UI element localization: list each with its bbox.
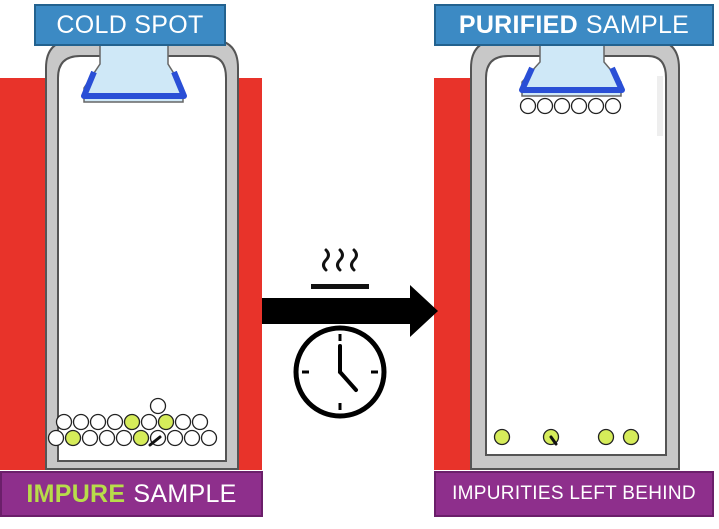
impurity-particle	[622, 428, 640, 446]
impure-sample-label: IMPURE SAMPLE	[0, 471, 263, 517]
sample-particle	[200, 429, 218, 447]
right-vessel-interior	[485, 55, 667, 456]
left-vessel-interior	[57, 55, 227, 462]
sample-particle	[183, 429, 201, 447]
right-vessel-highlight	[657, 76, 663, 136]
right-cold-finger-holder	[519, 66, 625, 93]
sample-particle	[55, 413, 73, 431]
sample-particle	[191, 413, 209, 431]
sample-particle	[81, 429, 99, 447]
impurity-particle	[493, 428, 511, 446]
cold-spot-text: COLD SPOT	[56, 10, 204, 39]
sample-particle	[149, 397, 167, 415]
impure-bold-text: IMPURE	[26, 479, 126, 508]
impurity-particle	[132, 429, 150, 447]
impurity-particle	[597, 428, 615, 446]
impurities-left-behind-label: IMPURITIES LEFT BEHIND	[434, 471, 714, 517]
impure-sample-text: SAMPLE	[133, 479, 237, 508]
sample-particle	[89, 413, 107, 431]
impurity-particle	[123, 413, 141, 431]
purified-bold-text: PURIFIED	[458, 10, 578, 39]
sample-particle	[115, 429, 133, 447]
sample-particle	[47, 429, 65, 447]
crystal-particle	[587, 97, 605, 115]
impure-sample-particles	[47, 397, 218, 447]
left-cold-finger	[83, 39, 184, 103]
crystal-particle	[536, 97, 554, 115]
purified-sample-label: PURIFIED SAMPLE	[434, 4, 714, 46]
sample-particle	[98, 429, 116, 447]
crystal-particle	[519, 97, 537, 115]
arrow-right-icon	[262, 285, 438, 337]
heat-icon	[311, 248, 369, 289]
sample-particle	[174, 413, 192, 431]
crystal-particle	[553, 97, 571, 115]
sample-particle	[106, 413, 124, 431]
clock-icon	[293, 325, 387, 419]
impurity-stem	[549, 435, 558, 446]
impurity-stem	[148, 435, 162, 447]
purified-sample-text: SAMPLE	[585, 10, 690, 39]
crystal-particle	[570, 97, 588, 115]
crystal-particle	[604, 97, 622, 115]
left-cold-finger-holder	[81, 70, 187, 99]
cold-spot-label: COLD SPOT	[34, 4, 226, 46]
impurity-particles	[493, 428, 640, 446]
right-apparatus	[434, 39, 680, 470]
impurity-particle	[157, 413, 175, 431]
right-cold-finger	[521, 39, 622, 97]
sample-particle	[140, 413, 158, 431]
purified-crystals	[519, 97, 622, 115]
impurities-left-behind-text: IMPURITIES LEFT BEHIND	[452, 483, 696, 504]
sample-particle	[166, 429, 184, 447]
impurity-particle	[64, 429, 82, 447]
sample-particle	[72, 413, 90, 431]
left-apparatus	[0, 39, 262, 470]
